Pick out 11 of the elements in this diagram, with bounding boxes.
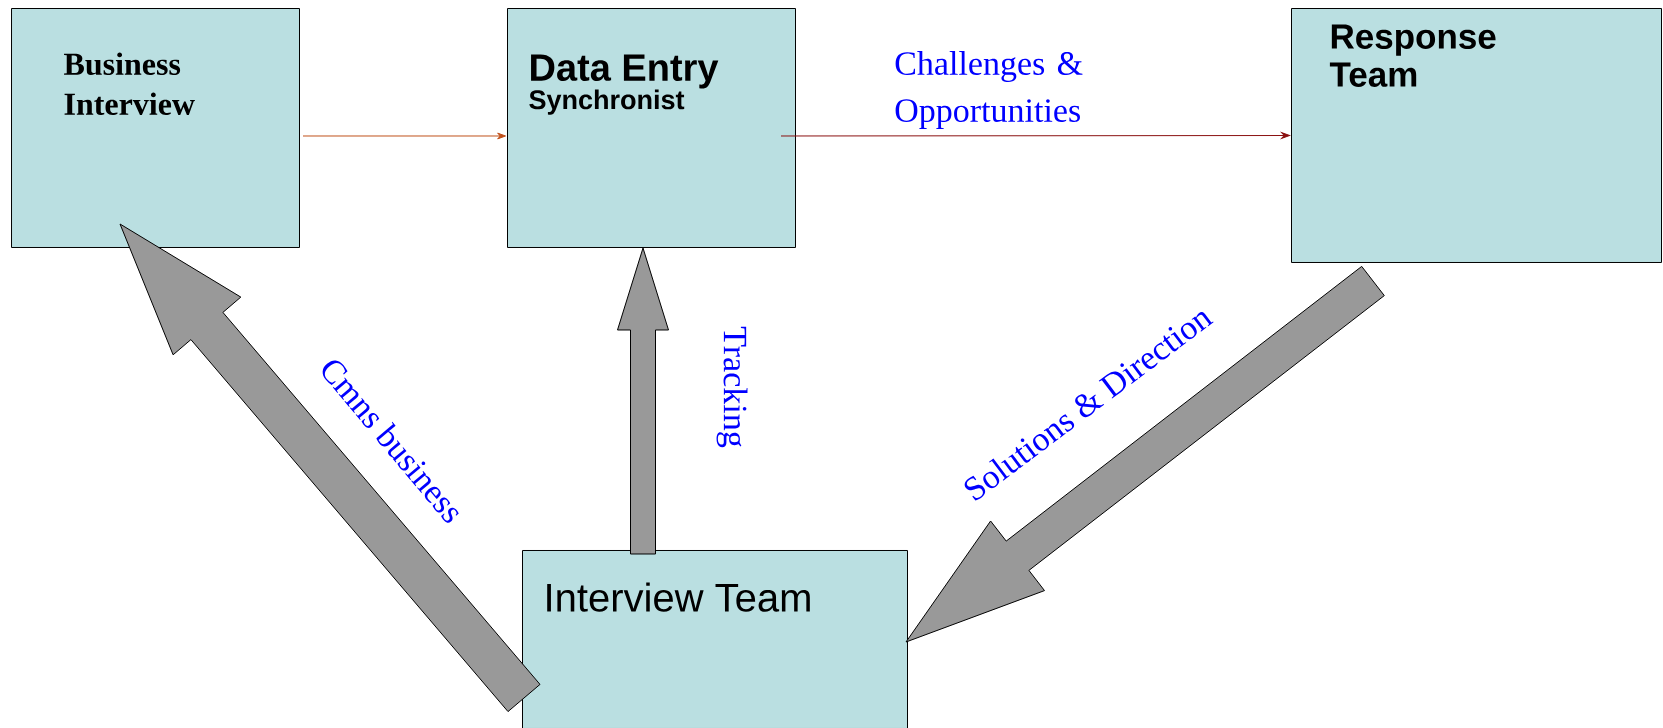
process-box: Business Interview [11, 8, 300, 248]
block-arrow [617, 247, 669, 555]
arrow [780, 132, 1291, 139]
edge-label: Tracking [716, 326, 748, 448]
edge-label: Challenges & Opportunities [895, 51, 1083, 129]
process-box: Interview Team [522, 550, 908, 728]
block-arrow [905, 265, 1385, 643]
block-arrow [119, 223, 541, 713]
arrow [302, 132, 507, 140]
process-box: Data Entry Synchronist [507, 8, 796, 248]
process-box: Response Team [1291, 8, 1662, 263]
